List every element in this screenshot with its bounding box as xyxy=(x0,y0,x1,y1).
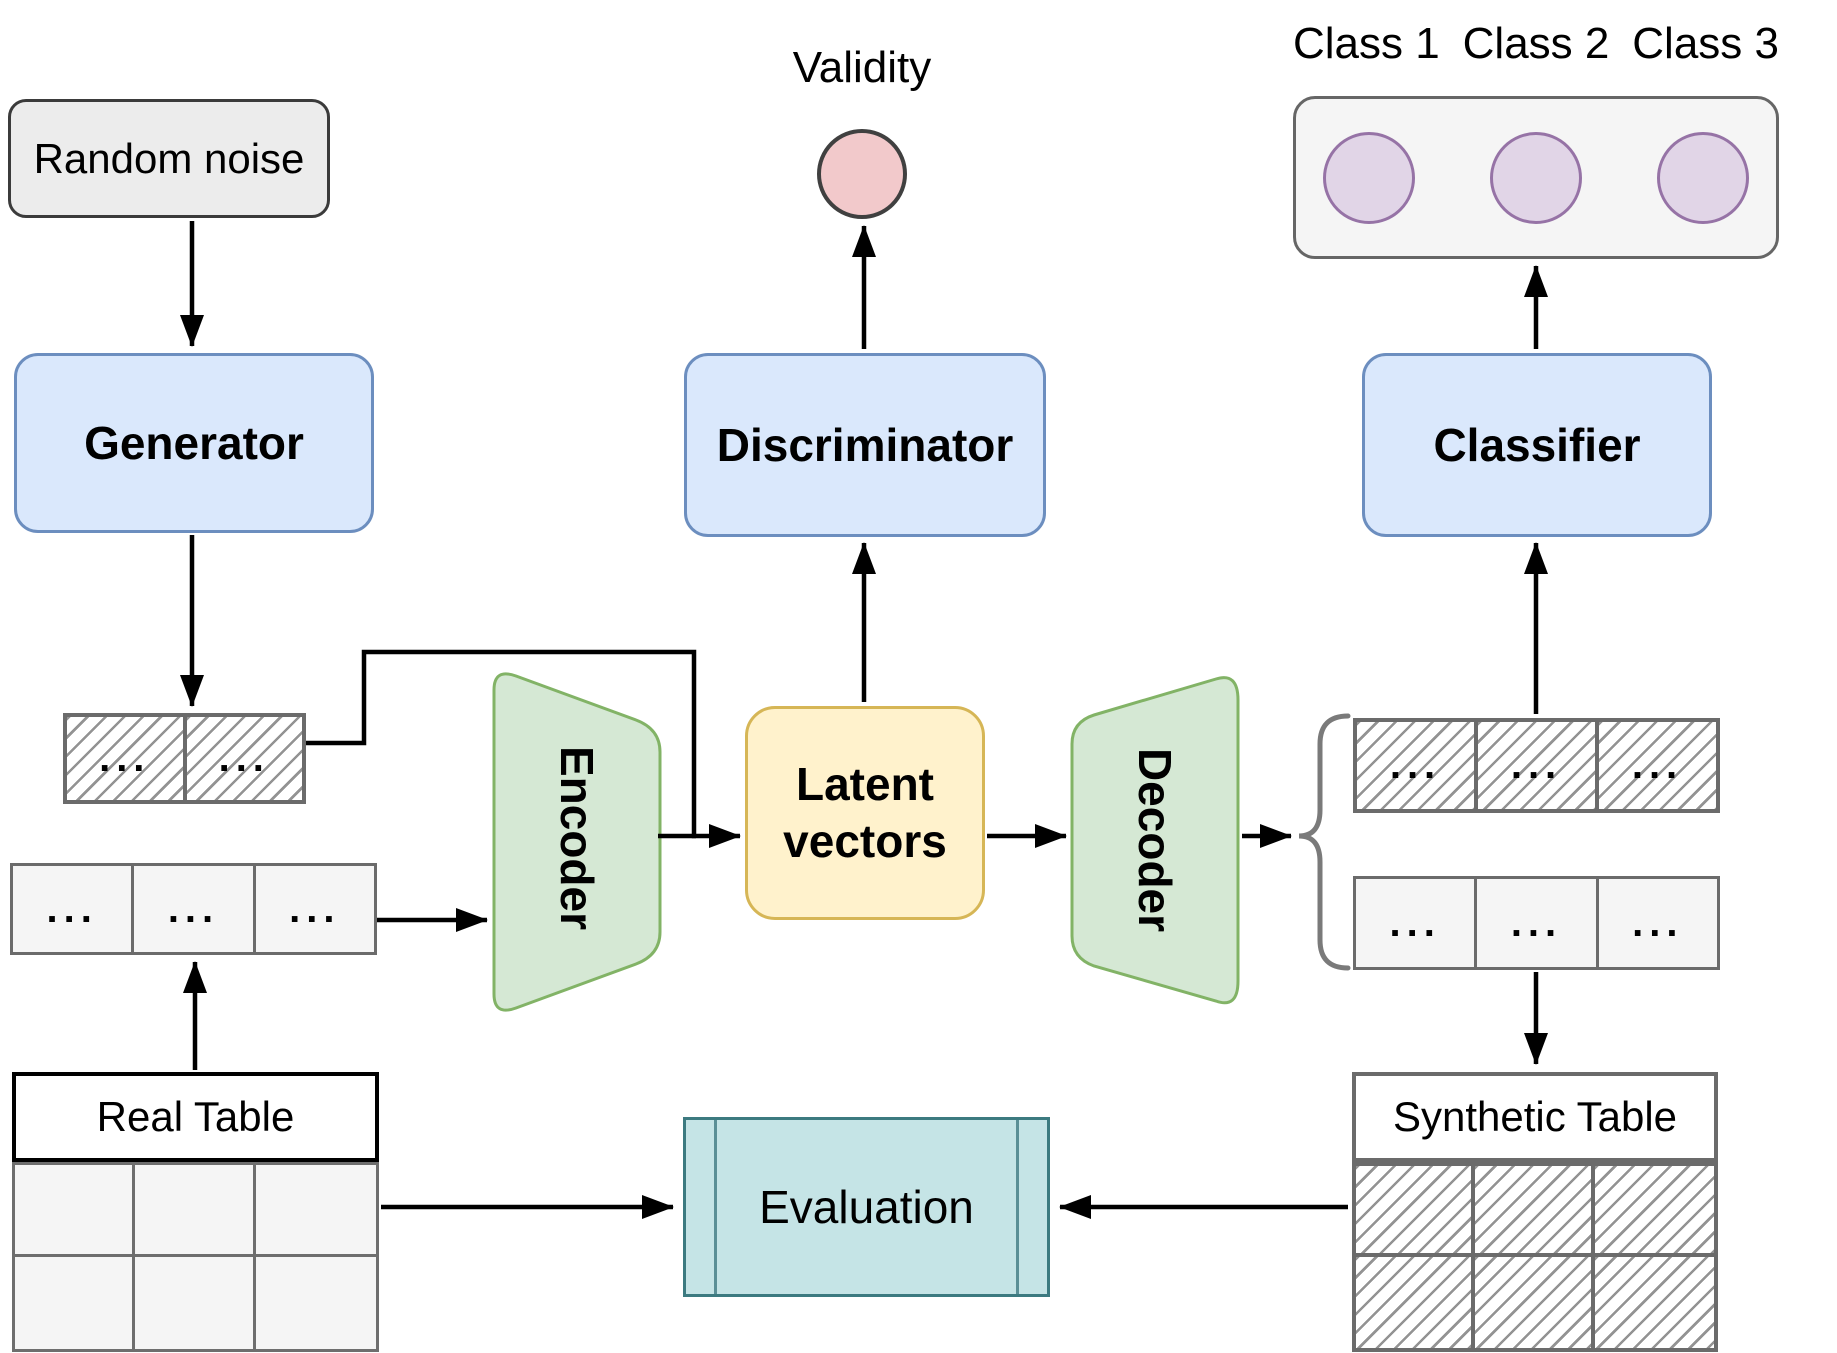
latent-vectors-node: Latent vectors xyxy=(745,706,985,920)
discriminator-label: Discriminator xyxy=(716,419,1014,471)
row-cell: ... xyxy=(1599,722,1716,809)
validity-output-node xyxy=(817,129,907,219)
classifier-label: Classifier xyxy=(1433,419,1641,471)
table-cell xyxy=(135,1165,256,1257)
row-cell: ... xyxy=(1357,722,1478,809)
class-1-label: Class 1 xyxy=(1293,19,1440,68)
evaluation-left-bar xyxy=(714,1120,717,1294)
synthetic-hatched-row: ... ... ... xyxy=(1353,718,1720,813)
brace-synthetic-rows xyxy=(1298,713,1351,971)
synthetic-table-header: Synthetic Table xyxy=(1352,1072,1718,1162)
class-2-neuron xyxy=(1490,132,1582,224)
table-cell xyxy=(255,1165,376,1257)
generator-node: Generator xyxy=(14,353,374,533)
class-outputs-panel xyxy=(1293,96,1779,259)
table-cell xyxy=(1594,1166,1714,1257)
real-table-grid xyxy=(12,1162,379,1352)
evaluation-node: Evaluation xyxy=(683,1117,1050,1297)
real-table-header: Real Table xyxy=(12,1072,379,1162)
random-noise-node: Random noise xyxy=(8,99,330,218)
class-3-label: Class 3 xyxy=(1632,19,1779,68)
row-cell: ... xyxy=(13,866,135,952)
table-cell xyxy=(135,1257,256,1349)
table-cell xyxy=(1475,1257,1595,1348)
class-labels-row: Class 1 Class 2 Class 3 xyxy=(1293,16,1779,72)
table-cell xyxy=(15,1165,136,1257)
arrow-output-row-bypass-to-latent xyxy=(306,649,741,848)
evaluation-right-bar xyxy=(1016,1120,1019,1294)
table-cell xyxy=(1356,1257,1476,1348)
evaluation-label: Evaluation xyxy=(759,1181,974,1233)
generator-label: Generator xyxy=(84,417,304,469)
encoder-shape xyxy=(492,672,662,1012)
row-cell: ... xyxy=(134,866,256,952)
encoder-label: Encoder xyxy=(551,745,603,931)
table-cell xyxy=(1356,1166,1476,1257)
row-cell: ... xyxy=(1356,879,1478,967)
synthetic-plain-row: ... ... ... xyxy=(1353,876,1720,970)
random-noise-label: Random noise xyxy=(33,134,305,182)
row-cell: ... xyxy=(67,717,187,800)
validity-label: Validity xyxy=(792,43,932,92)
row-cell: ... xyxy=(1478,722,1599,809)
class-2-label: Class 2 xyxy=(1462,19,1610,68)
generator-output-row: ... ... xyxy=(63,713,306,804)
class-3-neuron xyxy=(1657,132,1749,224)
table-cell xyxy=(1594,1257,1714,1348)
row-cell: ... xyxy=(1477,879,1599,967)
row-cell: ... xyxy=(1632,900,1684,945)
table-cell xyxy=(255,1257,376,1349)
class-1-neuron xyxy=(1323,132,1415,224)
decoder-label: Decoder xyxy=(1129,747,1181,933)
discriminator-node: Discriminator xyxy=(684,353,1046,537)
real-data-row: ... ... ... xyxy=(10,863,377,955)
table-cell xyxy=(15,1257,136,1349)
latent-vectors-label: Latent vectors xyxy=(783,757,947,868)
classifier-node: Classifier xyxy=(1362,353,1712,537)
decoder-shape xyxy=(1070,676,1240,1005)
table-cell xyxy=(1475,1166,1595,1257)
row-cell: ... xyxy=(186,717,302,800)
synthetic-table-grid xyxy=(1352,1162,1718,1352)
row-cell: ... xyxy=(289,886,341,931)
